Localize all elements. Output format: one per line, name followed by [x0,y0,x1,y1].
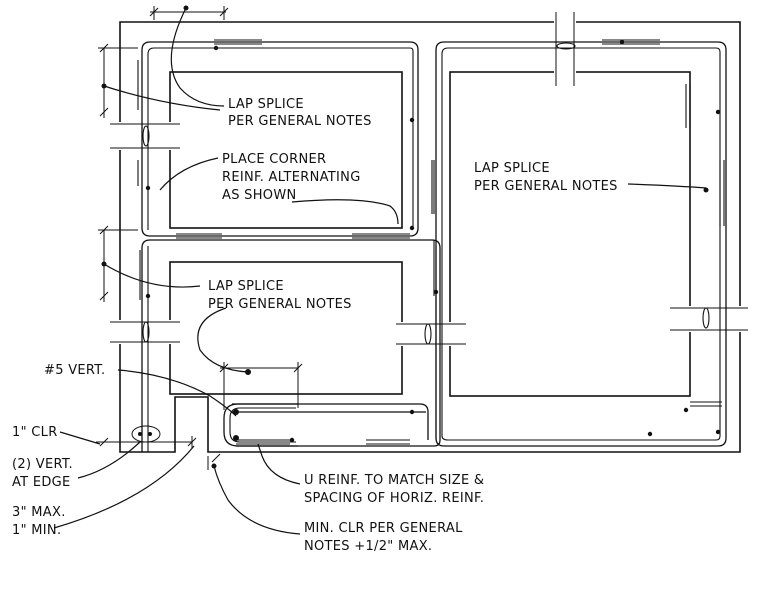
note-vert-edge-line2: AT EDGE [12,475,71,490]
note-place-corner-line1: PLACE CORNER [222,152,326,167]
outer-wall-outline [119,21,741,453]
rebar-lower-left-loop [141,239,441,452]
note-lap-splice-3-line2: PER GENERAL NOTES [208,297,352,312]
splice-marks [142,42,710,345]
vertical-bar-dots [138,39,721,443]
note-lap-splice-1-line2: PER GENERAL NOTES [228,114,372,129]
wall-break-lines [110,12,750,346]
reinforcing-bars [137,39,727,452]
note-u-reinf-line2: SPACING OF HORIZ. REINF. [304,491,484,506]
lower-left-opening [169,261,403,395]
note-min-clr-line1: MIN. CLR PER GENERAL [304,521,463,536]
wall-outlines [119,21,741,453]
annotation-text: LAP SPLICE PER GENERAL NOTES PLACE CORNE… [12,97,618,554]
edge-bar-callout-ellipse [131,425,161,443]
note-u-reinf-line1: U REINF. TO MATCH SIZE & [304,473,484,488]
upper-left-opening [169,71,403,229]
note-place-corner-line3: AS SHOWN [222,188,297,203]
right-opening [449,71,691,397]
note-place-corner-line2: REINF. ALTERNATING [222,170,361,185]
note-lap-splice-2-line2: PER GENERAL NOTES [474,179,618,194]
leader-lines [53,5,707,535]
note-vert5: #5 VERT. [44,363,105,378]
note-lap-splice-2-line1: LAP SPLICE [474,161,550,176]
rebar-right-loop [435,41,727,447]
rebar-bottom-horizontal [232,403,429,440]
note-vert-edge-line1: (2) VERT. [12,457,73,472]
note-max-min-line2: 1" MIN. [12,523,61,538]
note-max-min-line1: 3" MAX. [12,505,66,520]
note-lap-splice-1-line1: LAP SPLICE [228,97,304,112]
note-clr1: 1" CLR [12,425,58,440]
rebar-upper-left-loop [141,41,419,237]
note-min-clr-line2: NOTES +1/2" MAX. [304,539,432,554]
u-reinforcement-bar [223,403,298,447]
note-lap-splice-3-line1: LAP SPLICE [208,279,284,294]
